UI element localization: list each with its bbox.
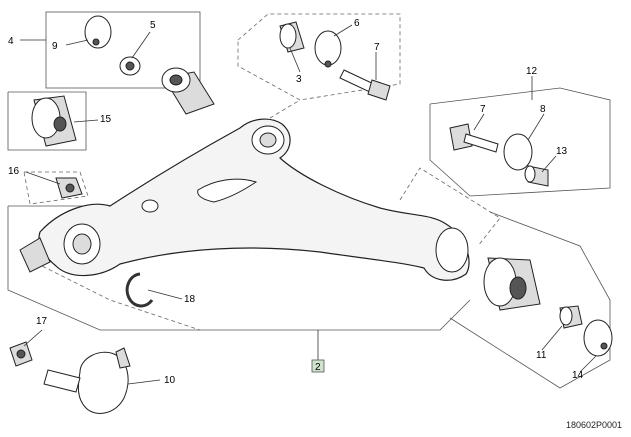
callout-2: 2 — [315, 362, 321, 373]
leader-10 — [127, 379, 161, 385]
bolt-7-head — [367, 79, 391, 101]
group-frame-12 — [429, 87, 611, 197]
group-frame-16 — [23, 171, 89, 205]
bolt-7b-head — [449, 123, 473, 151]
callout-15: 15 — [100, 114, 112, 125]
sleeve-13-face — [524, 165, 536, 183]
bushing-right-bore — [509, 276, 527, 300]
leader-17 — [23, 329, 43, 347]
callout-5: 5 — [150, 20, 156, 31]
callout-2-box — [311, 359, 325, 373]
arm-front-eye-bore — [259, 132, 277, 148]
callout-18: 18 — [184, 294, 196, 305]
circlip-18 — [125, 272, 154, 308]
figure-code: 180602P0001 — [566, 420, 622, 430]
leader-7b — [473, 113, 485, 131]
callout-7b: 7 — [480, 104, 486, 115]
washer-14 — [583, 319, 613, 357]
washer-9-hole — [92, 38, 100, 46]
leader-13 — [541, 155, 557, 173]
bushing-15-bore — [53, 116, 67, 132]
washer-6-hole — [324, 60, 332, 68]
leader-9 — [65, 39, 89, 46]
arm-boss — [141, 199, 159, 213]
arm-cutout — [197, 178, 258, 203]
sleeve-11-face — [559, 306, 573, 326]
nut-5-hole — [125, 61, 135, 71]
ball-joint-stub — [19, 237, 51, 273]
frame-dash-top — [269, 99, 301, 119]
callout-9: 9 — [52, 41, 58, 52]
frame-dash-right — [399, 167, 501, 247]
callout-16: 16 — [8, 166, 20, 177]
leader-8 — [527, 113, 545, 141]
leader-11 — [541, 325, 563, 351]
group-frame-4 — [45, 11, 201, 89]
bushing-group4-bore — [169, 74, 183, 86]
group-frame-15 — [7, 91, 87, 151]
frame-dash-left — [29, 259, 201, 331]
arm-balljoint-bore — [72, 233, 92, 255]
lower-control-arm — [38, 118, 470, 281]
leader-18 — [147, 289, 183, 300]
washer-6 — [314, 30, 342, 66]
group-frame-3 — [237, 13, 401, 101]
callout-7: 7 — [374, 42, 380, 53]
callout-8: 8 — [540, 104, 546, 115]
leader-6 — [333, 24, 353, 37]
leader-16 — [25, 171, 61, 185]
nut-16-hole — [65, 183, 75, 193]
callout-12: 12 — [526, 66, 538, 77]
leader-15 — [73, 119, 99, 123]
frame-line-bottom — [7, 206, 471, 331]
leader-14 — [579, 355, 597, 373]
arm-rear-eye — [435, 227, 469, 273]
callout-13: 13 — [556, 146, 568, 157]
spacer-3-face — [279, 23, 297, 49]
callout-14: 14 — [572, 370, 584, 381]
ball-joint-10-flange — [43, 369, 81, 393]
callout-17: 17 — [36, 316, 48, 327]
nut-17-hole — [16, 349, 26, 359]
washer-9 — [84, 15, 112, 49]
leader-5 — [131, 31, 151, 59]
bushing-15-face — [31, 97, 61, 139]
callout-6: 6 — [354, 18, 360, 29]
bolt-7b-shank — [463, 133, 499, 153]
callout-11: 11 — [536, 350, 547, 361]
leader-3 — [289, 47, 301, 73]
callout-4: 4 — [8, 36, 14, 47]
washer-8 — [503, 133, 533, 171]
ball-joint-10-stud — [115, 347, 131, 369]
ball-joint-10 — [77, 351, 129, 414]
callout-3: 3 — [296, 74, 302, 85]
washer-14-hole — [600, 342, 608, 350]
callout-10: 10 — [164, 375, 176, 386]
